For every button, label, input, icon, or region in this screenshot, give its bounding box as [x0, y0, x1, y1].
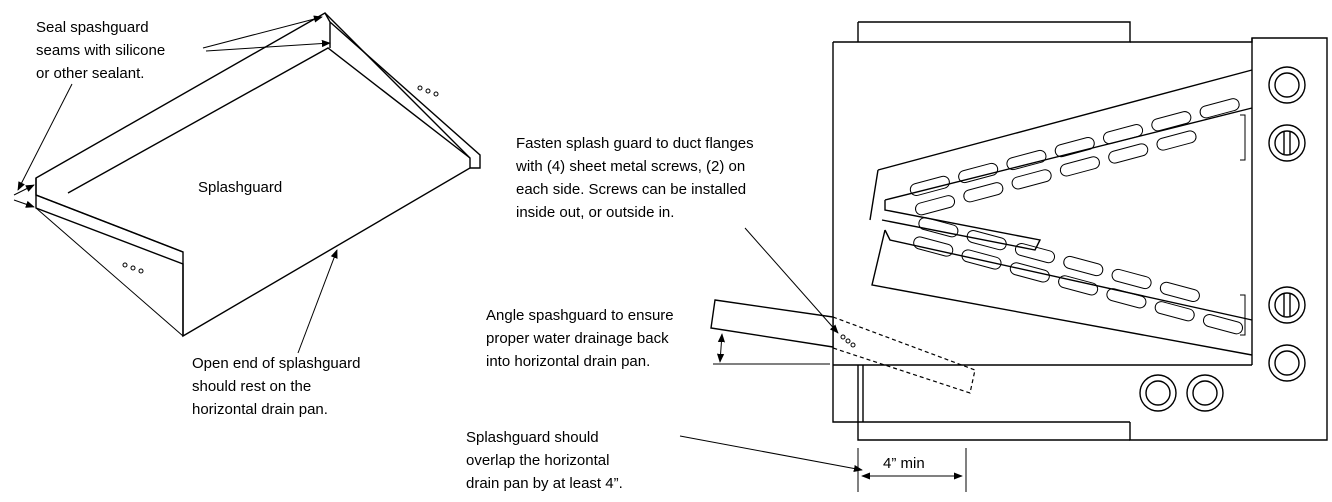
fasten-note-line-1: Fasten splash guard to duct flanges — [516, 135, 754, 152]
upper-coil-slab — [869, 69, 1253, 251]
coil-assembly-figure: Fasten splash guard to duct flanges with… — [466, 21, 1328, 492]
open-end-note-line-2: should rest on the — [192, 378, 311, 395]
splashguard-right-wall — [324, 12, 481, 169]
overlap-note: Splashguard should overlap the horizonta… — [466, 429, 623, 492]
angle-note-line-2: proper water drainage back — [486, 330, 669, 347]
seal-note-line-1: Seal spashguard — [36, 19, 149, 36]
overlap-note-line-3: drain pan by at least 4”. — [466, 475, 623, 492]
screw-holes-left — [122, 262, 144, 274]
open-end-note: Open end of splashguard should rest on t… — [192, 355, 360, 418]
splashguard-label: Splashguard — [198, 179, 282, 196]
angle-note-line-1: Angle spashguard to ensure — [486, 307, 674, 324]
seal-note-line-3: or other sealant. — [36, 65, 144, 82]
screw-holes-right — [417, 85, 439, 97]
open-end-note-line-3: horizontal drain pan. — [192, 401, 328, 418]
dimension-label: 4” min — [883, 455, 925, 472]
seal-note: Seal spashguard seams with silicone or o… — [36, 19, 165, 82]
splashguard-left-wall — [35, 178, 184, 336]
horizontal-drain-pan — [833, 364, 1252, 422]
overlap-note-line-1: Splashguard should — [466, 429, 599, 446]
open-end-note-line-1: Open end of splashguard — [192, 355, 360, 372]
lower-coil-slab — [871, 217, 1253, 356]
tube-fittings — [1139, 66, 1306, 412]
cabinet-outline — [832, 21, 1131, 423]
fasten-note-line-4: inside out, or outside in. — [516, 204, 674, 221]
overlap-dimension: 4” min — [857, 448, 967, 492]
angle-note-line-3: into horizontal drain pan. — [486, 353, 650, 370]
angle-note: Angle spashguard to ensure proper water … — [486, 307, 674, 370]
fasten-note: Fasten splash guard to duct flanges with… — [515, 135, 754, 221]
splashguard-figure: Splashguard Seal spashguard seams with s… — [13, 12, 481, 418]
overlap-note-line-2: overlap the horizontal — [466, 452, 609, 469]
splashguard-inner-edge — [67, 47, 471, 194]
fasten-note-line-3: each side. Screws can be installed — [516, 181, 746, 198]
seal-note-line-2: seams with silicone — [36, 42, 165, 59]
fasten-note-line-2: with (4) sheet metal screws, (2) on — [515, 158, 745, 175]
angled-splashguard — [710, 299, 976, 394]
